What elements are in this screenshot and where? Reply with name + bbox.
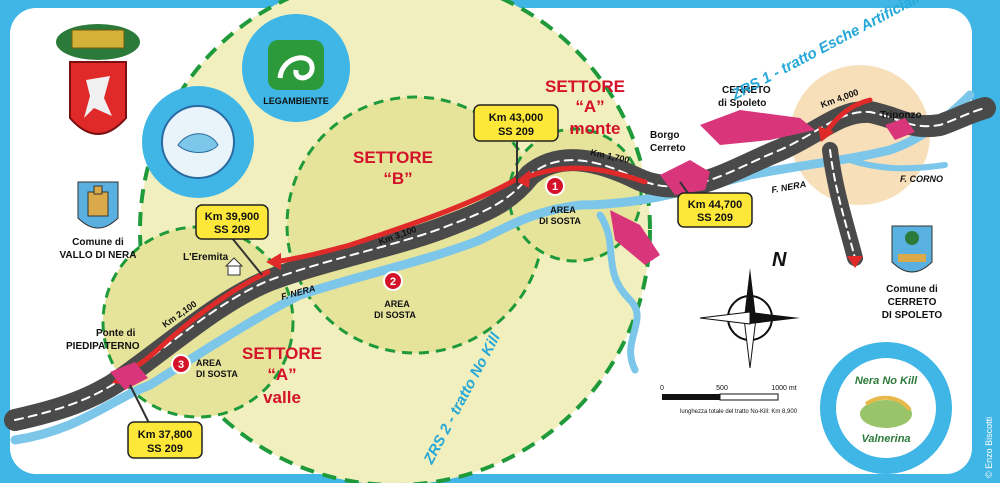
road: [4, 97, 996, 431]
arrowhead-b: [266, 253, 281, 270]
km-box-39-line2: SS 209: [214, 224, 250, 236]
comune-cerreto-line3: DI SPOLETO: [882, 310, 943, 321]
km-box-44-line2: SS 209: [697, 212, 733, 224]
rest-area-2: 2 AREA DI SOSTA: [374, 271, 416, 320]
km-box-39-line1: Km 39,900: [205, 211, 259, 223]
sector-a-valle-line2: “A”: [267, 365, 296, 384]
rest-area-3: 3 AREA DI SOSTA: [171, 354, 238, 379]
sector-a-valle-line3: valle: [263, 388, 301, 407]
km-box-44-line1: Km 44,700: [688, 199, 742, 211]
rest-area-1-line2: DI SOSTA: [539, 216, 581, 226]
sector-a-valle-line1: SETTORE: [242, 344, 322, 363]
province-crest-icon: [56, 24, 140, 135]
sector-a-monte-line1: SETTORE: [545, 77, 625, 96]
photo-credit: © Enzo Biscotti: [984, 417, 994, 478]
nera-no-kill-sub: Valnerina: [861, 433, 910, 445]
scale-tick-0: 0: [660, 385, 664, 392]
sector-a-valle-label: SETTORE “A” valle: [242, 344, 322, 407]
scale-tick-500: 500: [716, 385, 728, 392]
vallo-crest-icon: [77, 181, 119, 229]
compass-icon: [699, 268, 800, 369]
village-triponzo: [885, 118, 915, 140]
place-eremita: L'Eremita: [183, 252, 229, 263]
place-ponte: Ponte di: [96, 328, 136, 339]
rest-area-1: 1 AREA DI SOSTA: [539, 176, 581, 226]
place-ponte-sub: PIEDIPATERNO: [66, 341, 140, 352]
rest-area-2-line2: DI SOSTA: [374, 310, 416, 320]
fipsas-logo-icon: [142, 86, 254, 198]
km-box-37-line1: Km 37,800: [138, 429, 192, 441]
comune-cerreto-line1: Comune di: [886, 284, 938, 295]
rest-area-3-line2: DI SOSTA: [196, 369, 238, 379]
km-box-39: Km 39,900 SS 209: [195, 204, 269, 240]
house-icon: [224, 257, 244, 276]
place-borgo: Borgo: [650, 130, 679, 141]
village-valle: [610, 210, 660, 265]
km-box-44: Km 44,700 SS 209: [677, 192, 753, 228]
km-box-43-line1: Km 43,000: [489, 112, 543, 124]
arrowhead-south: [847, 256, 863, 268]
nera-no-kill-title: Nera No Kill: [855, 375, 918, 387]
rest-area-2-line1: AREA: [384, 299, 410, 309]
sector-b-line2: “B”: [383, 169, 412, 188]
comune-cerreto-line2: CERRETO: [888, 297, 937, 308]
river: [10, 90, 975, 445]
arrowhead-a-monte: [516, 170, 530, 188]
km-box-37: Km 37,800 SS 209: [127, 421, 203, 459]
comune-vallo-line2: VALLO DI NERA: [59, 250, 136, 261]
scale-tick-1000: 1000 mt: [771, 385, 796, 392]
arrowhead-triponzo: [818, 126, 834, 142]
sector-b-line1: SETTORE: [353, 148, 433, 167]
place-borgo-sub: Cerreto: [650, 143, 686, 154]
rest-area-1-num: 1: [552, 181, 558, 193]
sector-b-label: SETTORE “B”: [353, 148, 433, 188]
km-box-43-line2: SS 209: [498, 126, 534, 138]
village-cerreto: [700, 110, 815, 145]
rest-area-2-num: 2: [390, 276, 396, 288]
villages: [110, 110, 915, 390]
sector-a-monte-label: SETTORE “A” monte: [545, 77, 625, 138]
legambiente-label: LEGAMBIENTE: [263, 96, 329, 106]
place-cerreto-top: CERRETO: [722, 85, 771, 96]
compass-north: N: [772, 249, 787, 271]
place-triponzo: Triponzo: [880, 110, 922, 121]
rest-area-3-line1: AREA: [196, 358, 222, 368]
place-cerreto-top-sub: di Spoleto: [718, 98, 766, 109]
sector-a-monte-line3: monte: [570, 119, 621, 138]
rest-area-3-num: 3: [178, 359, 184, 371]
rest-area-1-line1: AREA: [550, 205, 576, 215]
nera-no-kill-logo-icon: [820, 342, 952, 474]
sector-a-monte-line2: “A”: [575, 97, 604, 116]
village-ponte: [110, 362, 148, 390]
cerreto-crest-icon: [891, 225, 933, 273]
village-borgo: [660, 160, 710, 195]
km-box-37-line2: SS 209: [147, 443, 183, 455]
river-corno: F. CORNO: [900, 174, 943, 184]
legambiente-logo-icon: [242, 14, 350, 122]
comune-vallo-line1: Comune di: [72, 237, 124, 248]
km-box-43: Km 43,000 SS 209: [473, 104, 559, 142]
scale-bar: 0 500 1000 mt lunghezza totale del tratt…: [660, 385, 798, 415]
scale-note: lunghezza totale del tratto No-Kill: Km …: [680, 409, 798, 415]
